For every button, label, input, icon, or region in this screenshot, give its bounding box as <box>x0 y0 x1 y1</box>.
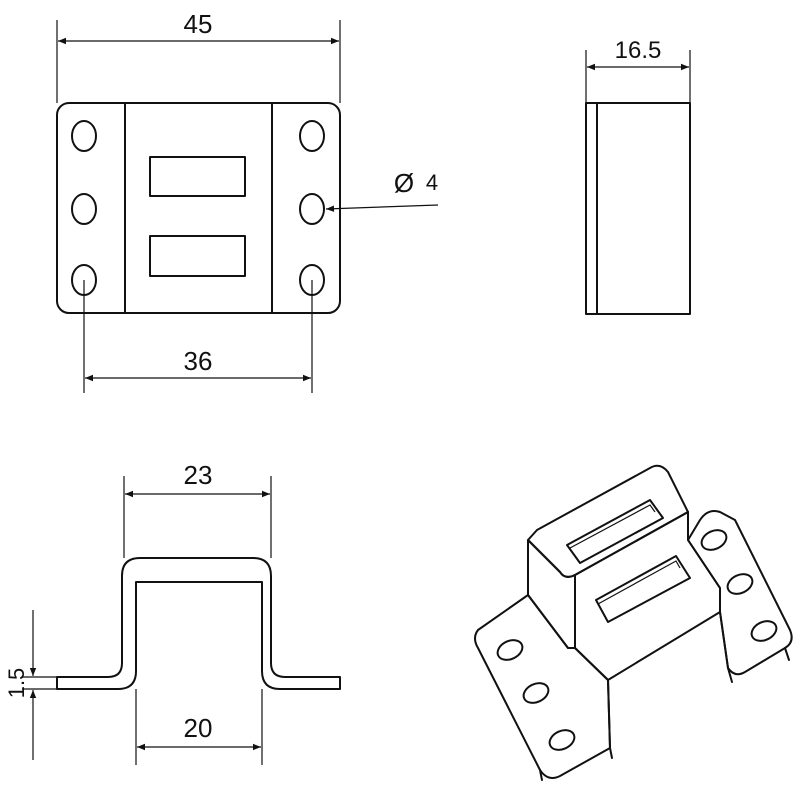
diameter-symbol: Ø <box>394 168 414 198</box>
iso-left-flange <box>474 594 611 779</box>
mount-hole <box>71 193 97 225</box>
dimension-depth-label: 16.5 <box>615 37 662 64</box>
dimension-outer-width-label: 23 <box>184 460 213 490</box>
mount-hole <box>299 193 325 225</box>
iso-mount-hole <box>726 573 754 595</box>
side-view: 16.5 <box>585 37 691 315</box>
hole-diameter-leader <box>325 204 439 212</box>
iso-mount-hole <box>750 620 778 642</box>
isometric-view <box>474 464 793 781</box>
front-view: 45 36 Ø 4 <box>56 9 439 393</box>
dimension-thickness-label: 1.5 <box>4 668 29 699</box>
dimension-hole-diameter-label: 4 <box>426 170 438 195</box>
slot-bottom <box>149 235 246 277</box>
iso-mount-hole <box>548 729 576 751</box>
section-view: 23 20 1.5 <box>4 460 341 765</box>
mount-hole <box>299 120 325 152</box>
iso-slot-top <box>566 499 664 564</box>
section-profile <box>56 557 341 690</box>
dimension-width-label: 45 <box>184 9 213 39</box>
iso-mount-hole <box>522 682 550 704</box>
iso-right-flange <box>687 510 793 676</box>
side-outline <box>585 102 691 315</box>
mount-hole <box>71 120 97 152</box>
dimension-inner-width-label: 20 <box>184 713 213 743</box>
iso-mount-hole <box>496 639 524 661</box>
iso-mount-hole <box>700 529 728 551</box>
iso-slot-bottom <box>595 555 691 623</box>
iso-top-face <box>527 464 689 578</box>
slot-top <box>149 156 246 197</box>
iso-right-wall <box>574 511 721 681</box>
dimension-hole-spacing-label: 36 <box>184 346 213 376</box>
bracket-outline <box>56 102 341 314</box>
iso-front-wall <box>527 539 576 649</box>
